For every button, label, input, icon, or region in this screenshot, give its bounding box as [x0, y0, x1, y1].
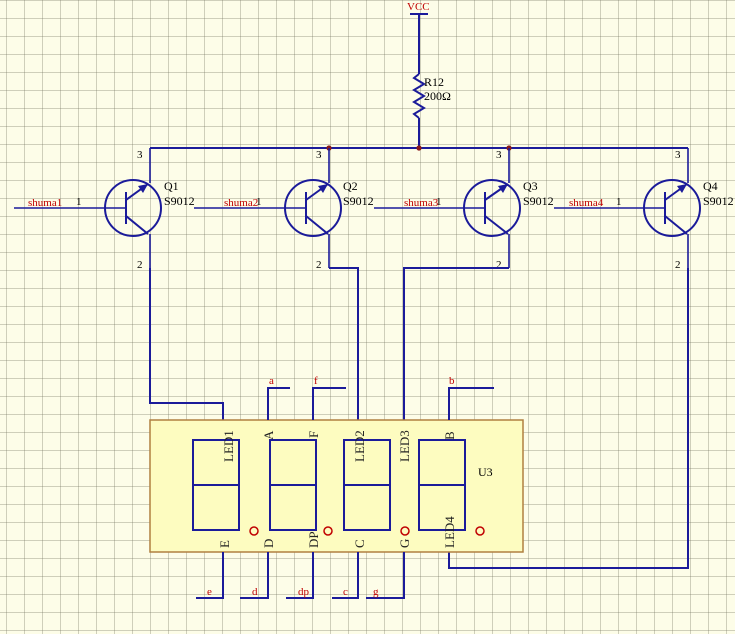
digit-1 — [192, 439, 240, 531]
net-label-e: e — [207, 586, 212, 598]
q1-ref: Q1 — [164, 179, 179, 193]
net-label-shuma2: shuma2 — [224, 197, 258, 209]
wire-q3-led3 — [403, 267, 509, 420]
pin-label-b: B — [442, 431, 457, 440]
pin-label-g: G — [397, 539, 412, 548]
vcc-power-symbol: VCC — [407, 1, 430, 74]
stub-a — [267, 387, 290, 420]
q4-part: S9012 — [703, 194, 734, 208]
wire-q4-led4 — [448, 268, 689, 569]
q1-collector-pin: 3 — [137, 149, 143, 161]
pin-label-c: C — [352, 539, 367, 548]
q3-ref: Q3 — [523, 179, 538, 193]
digit-3 — [343, 439, 391, 531]
q2-emitter-pin: 2 — [316, 259, 322, 271]
q4-emitter-pin: 2 — [675, 259, 681, 271]
stub-dp — [286, 552, 314, 599]
pin-label-d: D — [261, 539, 276, 548]
digit-4 — [418, 439, 466, 531]
q2-part: S9012 — [343, 194, 374, 208]
resistor-ref: R12 — [424, 75, 444, 89]
q2-collector-pin: 3 — [316, 149, 322, 161]
q4-base-pin: 1 — [616, 196, 622, 208]
pin-label-led3: LED3 — [397, 430, 412, 462]
pin-label-a: A — [261, 430, 276, 440]
digit-2 — [269, 439, 317, 531]
display-ref: U3 — [478, 465, 493, 479]
q3-part: S9012 — [523, 194, 554, 208]
stub-c — [332, 552, 359, 599]
q4-collector-pin: 3 — [675, 149, 681, 161]
stub-f — [312, 387, 346, 420]
q1-emitter-pin: 2 — [137, 259, 143, 271]
q4-ref: Q4 — [703, 179, 718, 193]
pin-label-led4: LED4 — [442, 516, 457, 548]
wire-q1-led1 — [149, 268, 224, 420]
stub-d — [240, 552, 269, 599]
pin-label-f: F — [306, 431, 321, 438]
q2-ref: Q2 — [343, 179, 358, 193]
pin-label-led2: LED2 — [352, 430, 367, 462]
q3-base-pin: 1 — [436, 196, 442, 208]
transistor-q1: 3 1 shuma1 2 Q1 S9012 — [14, 148, 195, 271]
pin-label-dp: DP — [306, 531, 321, 548]
net-label-a: a — [269, 375, 274, 387]
net-label-dp: dp — [298, 586, 310, 598]
decimal-point-4 — [475, 526, 485, 536]
net-label-shuma3: shuma3 — [404, 197, 439, 209]
net-label-c: c — [343, 586, 348, 598]
q2-base-pin: 1 — [256, 196, 262, 208]
decimal-point-1 — [249, 526, 259, 536]
resistor-r12: R12 200Ω — [412, 73, 451, 148]
net-label-d: d — [252, 586, 258, 598]
transistor-q2: 3 1 shuma2 2 Q2 S9012 — [194, 148, 374, 271]
pin-label-led1: LED1 — [221, 430, 236, 462]
stub-g — [366, 552, 405, 599]
net-label-f: f — [314, 375, 318, 387]
stub-b — [448, 387, 494, 420]
net-label-b: b — [449, 375, 455, 387]
wire-q2-led2 — [329, 267, 359, 420]
q1-part: S9012 — [164, 194, 195, 208]
stub-e — [196, 552, 224, 599]
net-label-g: g — [373, 586, 379, 598]
q1-base-pin: 1 — [76, 196, 82, 208]
net-label-shuma4: shuma4 — [569, 197, 604, 209]
net-label-shuma1: shuma1 — [28, 197, 62, 209]
pin-label-e: E — [217, 540, 232, 548]
junction-dot — [416, 145, 422, 151]
transistor-q3: 3 1 shuma3 2 Q3 S9012 — [374, 148, 554, 271]
decimal-point-3 — [400, 526, 410, 536]
decimal-point-2 — [323, 526, 333, 536]
q3-collector-pin: 3 — [496, 149, 502, 161]
resistor-value: 200Ω — [424, 89, 451, 103]
q3-emitter-pin: 2 — [496, 259, 502, 271]
vcc-label: VCC — [407, 1, 430, 13]
transistor-q4: 3 1 shuma4 2 Q4 S9012 — [554, 148, 734, 271]
